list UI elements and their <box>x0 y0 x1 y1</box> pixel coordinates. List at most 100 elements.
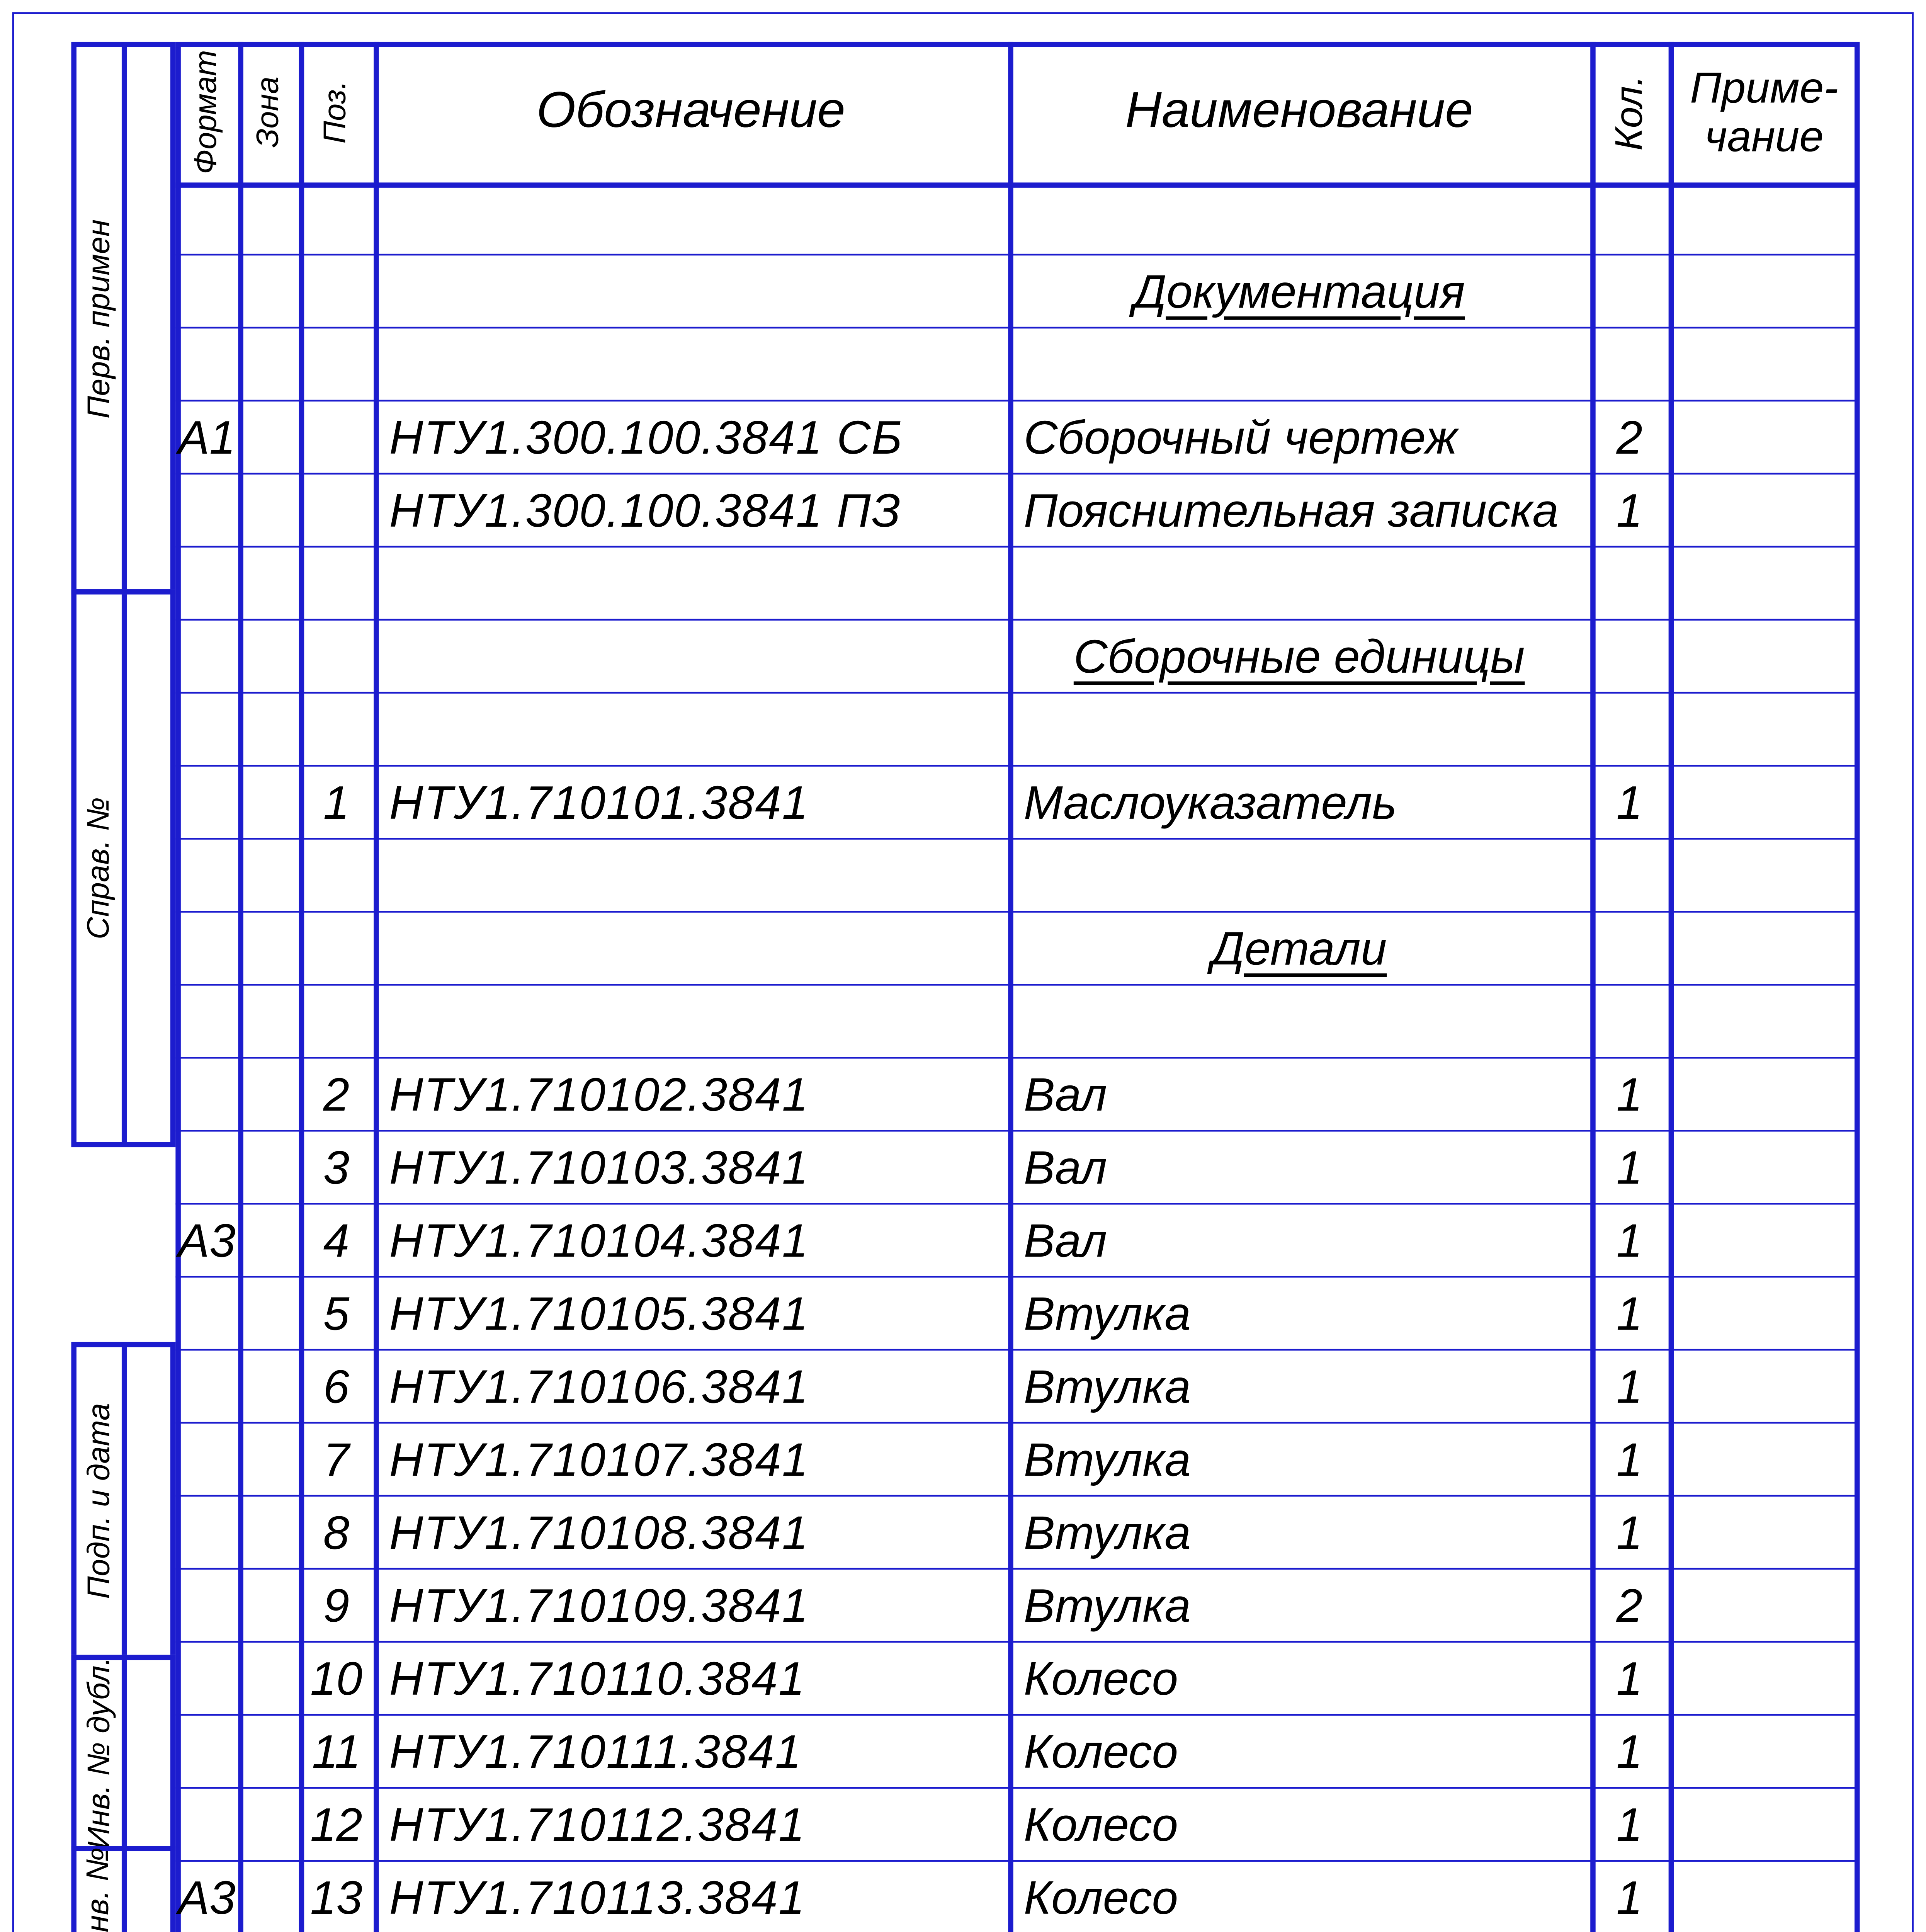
cell-note <box>1669 1789 1860 1862</box>
header-qty: Кол. <box>1590 42 1668 182</box>
header-note-line1: Приме- <box>1690 63 1838 112</box>
cell-qty: 1 <box>1616 1725 1643 1777</box>
section-title: Детали <box>1008 913 1590 986</box>
cell-pos: 2 <box>323 1068 350 1121</box>
stamp-label: Инв. № дубл. <box>76 1657 122 1849</box>
item-row: 8 НТУ1.710108.3841 Втулка 1 <box>175 1497 1860 1570</box>
cell-format: А3 <box>178 1214 236 1267</box>
cell-format <box>175 1059 238 1132</box>
cell-note <box>1669 401 1860 474</box>
cell-pos: 4 <box>323 1214 350 1267</box>
cell-qty: 1 <box>1616 1652 1643 1704</box>
cell-zone <box>238 1205 299 1278</box>
column-line <box>238 41 243 1932</box>
stamp-label-text: Взам. инв. № <box>81 1847 117 1932</box>
section-title-text: Документация <box>1133 265 1465 317</box>
cell-qty: 1 <box>1616 1506 1643 1558</box>
cell-qty: 1 <box>1616 1287 1643 1340</box>
stamp-box-vzam-inv-no: Взам. инв. № <box>71 1846 176 1932</box>
cell-qty: 1 <box>1616 1068 1643 1121</box>
cell-format <box>175 1789 238 1862</box>
spec-table-header: Формат Зона Поз. Обозначение Наименовани… <box>175 42 1860 182</box>
cell-format <box>175 1643 238 1716</box>
cell-designation: НТУ1.710101.3841 <box>389 776 809 828</box>
cell-name: Вал <box>1023 1214 1107 1267</box>
cell-qty: 1 <box>1616 1141 1643 1194</box>
cell-format: А3 <box>178 1871 236 1923</box>
cell-note <box>1669 1423 1860 1497</box>
cell-qty: 1 <box>1616 1433 1643 1486</box>
stamp-label: Справ. № <box>76 595 122 1142</box>
cell-note <box>1669 1570 1860 1643</box>
cell-designation: НТУ1.710108.3841 <box>389 1506 809 1558</box>
column-line <box>1590 41 1596 1932</box>
section-title-text: Детали <box>1211 922 1387 975</box>
header-designation: Обозначение <box>536 83 845 139</box>
section-title: Сборочные единицы <box>1008 621 1590 694</box>
divider-line <box>121 1660 126 1846</box>
cell-format <box>175 1716 238 1789</box>
cell-name: Сборочный чертеж <box>1023 411 1458 463</box>
cell-qty: 2 <box>1616 1579 1643 1631</box>
cell-zone <box>238 1643 299 1716</box>
header-format-text: Формат <box>189 50 224 174</box>
cell-designation: НТУ1.710111.3841 <box>389 1725 802 1777</box>
cell-note <box>1669 1862 1860 1932</box>
cell-zone <box>238 1059 299 1132</box>
stamp-label-text: Справ. № <box>81 797 116 940</box>
cell-zone <box>238 1350 299 1423</box>
cell-pos: 13 <box>310 1871 363 1923</box>
cell-zone <box>238 1423 299 1497</box>
cell-format <box>175 1423 238 1497</box>
cell-name: Вал <box>1023 1141 1107 1194</box>
cell-qty: 1 <box>1616 484 1643 536</box>
cell-qty: 2 <box>1616 411 1643 463</box>
cell-pos: 6 <box>323 1360 350 1413</box>
cell-pos <box>299 401 374 474</box>
cell-pos: 8 <box>323 1506 350 1558</box>
cell-designation: НТУ1.710112.3841 <box>389 1798 806 1850</box>
blank-row <box>175 694 1860 767</box>
blank-row <box>175 986 1860 1059</box>
header-zone-text: Зона <box>250 76 285 148</box>
cell-pos: 12 <box>310 1798 363 1850</box>
cell-note <box>1669 1277 1860 1350</box>
cell-qty: 1 <box>1616 1360 1643 1413</box>
cell-name: Втулка <box>1023 1360 1191 1413</box>
section-row: Сборочные единицы <box>175 621 1860 694</box>
page-border <box>12 12 1914 1932</box>
cell-designation: НТУ1.710105.3841 <box>389 1287 809 1340</box>
column-line <box>1008 41 1013 1932</box>
header-pos-text: Поз. <box>318 80 353 144</box>
stamp-label: Взам. инв. № <box>76 1847 122 1932</box>
cell-format: А1 <box>178 411 236 463</box>
cell-pos: 5 <box>323 1287 350 1340</box>
cell-name: Втулка <box>1023 1433 1191 1486</box>
cell-note <box>1669 1132 1860 1205</box>
header-note-line2: чание <box>1705 112 1824 161</box>
cell-format <box>175 1277 238 1350</box>
cell-format <box>175 1570 238 1643</box>
cell-name: Втулка <box>1023 1506 1191 1558</box>
header-qty-text: Кол. <box>1606 74 1651 150</box>
stamp-label: Подп. и дата <box>76 1347 122 1655</box>
cell-name: Втулка <box>1023 1579 1191 1631</box>
cell-pos: 9 <box>323 1579 350 1631</box>
cell-designation: НТУ1.300.100.3841 СБ <box>389 411 903 463</box>
cell-note <box>1669 1716 1860 1789</box>
cell-pos: 10 <box>310 1652 363 1704</box>
stamp-label-text: Подп. и дата <box>81 1403 116 1599</box>
blank-row <box>175 328 1860 402</box>
cell-name: Маслоуказатель <box>1023 776 1397 828</box>
cell-name: Вал <box>1023 1068 1107 1121</box>
